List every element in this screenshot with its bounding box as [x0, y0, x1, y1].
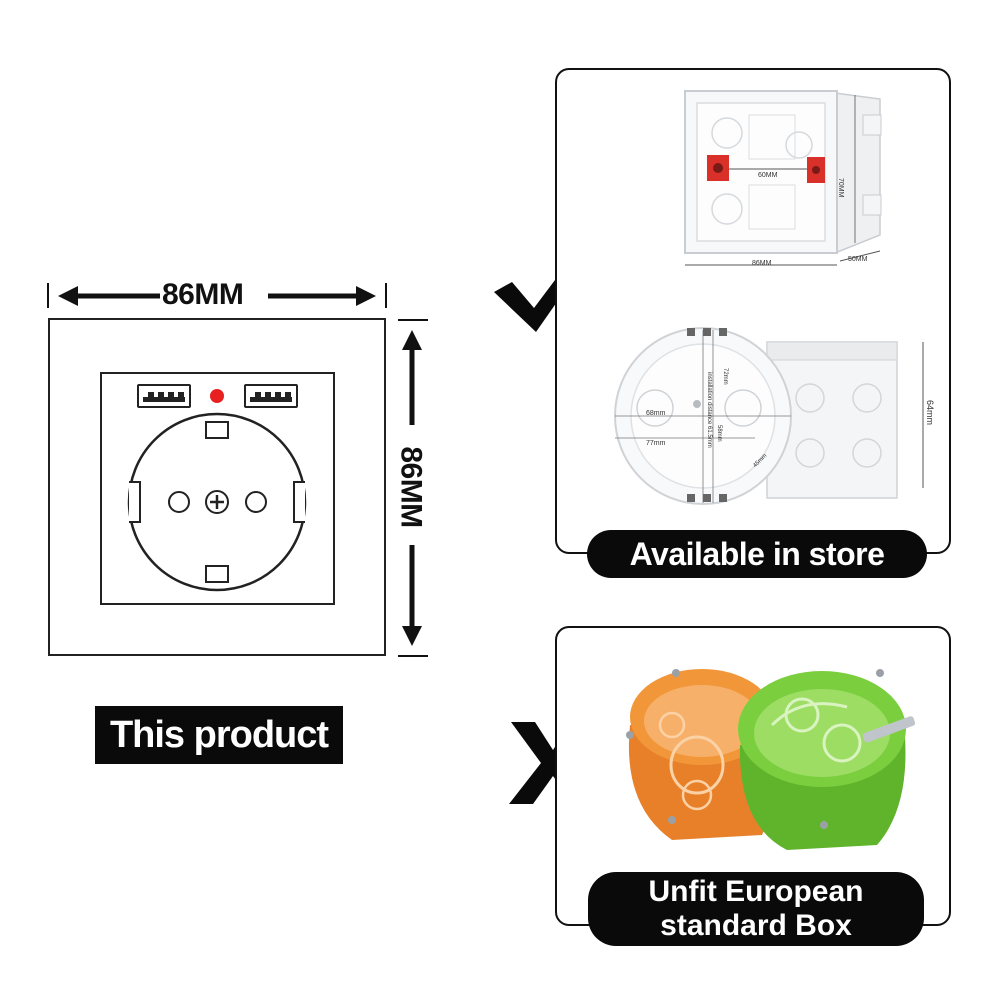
round-back-box — [614, 327, 924, 505]
dimension-arrows — [47, 283, 428, 657]
unfit-box-caption-line1: Unfit European — [648, 875, 864, 908]
unfit-box-caption-line2: standard Box — [660, 909, 852, 942]
indicator-led-icon — [210, 389, 224, 403]
unfit-box-caption: Unfit European standard Box — [588, 872, 924, 946]
round-box-depth-label: 64mm — [925, 400, 935, 426]
orange-box — [626, 669, 776, 840]
green-box — [738, 669, 916, 850]
square-box-width-label: 86MM — [752, 260, 772, 267]
square-box-inner-width-label: 60MM — [758, 172, 778, 179]
available-in-store-caption: Available in store — [587, 530, 927, 578]
width-dimension-label: 86MM — [162, 278, 244, 311]
round-box-install-label: installation distance 61.5mm — [706, 372, 712, 448]
usb-port-right-icon — [244, 384, 298, 408]
product-caption: This product — [95, 706, 343, 764]
round-box-spacing-label: 72mm — [722, 368, 728, 385]
usb-port-left-icon — [137, 384, 191, 408]
square-back-box — [684, 90, 882, 266]
height-dimension-label: 86MM — [394, 446, 428, 528]
square-box-depth-label: 50MM — [848, 256, 868, 263]
round-box-hole-label: 58mm — [716, 425, 722, 442]
european-round-boxes — [626, 669, 916, 850]
square-box-height-label: 70MM — [837, 178, 844, 198]
round-box-diameter-label: 68mm — [646, 410, 666, 417]
round-box-outer-label: 77mm — [646, 440, 666, 447]
socket-plate — [100, 372, 335, 605]
